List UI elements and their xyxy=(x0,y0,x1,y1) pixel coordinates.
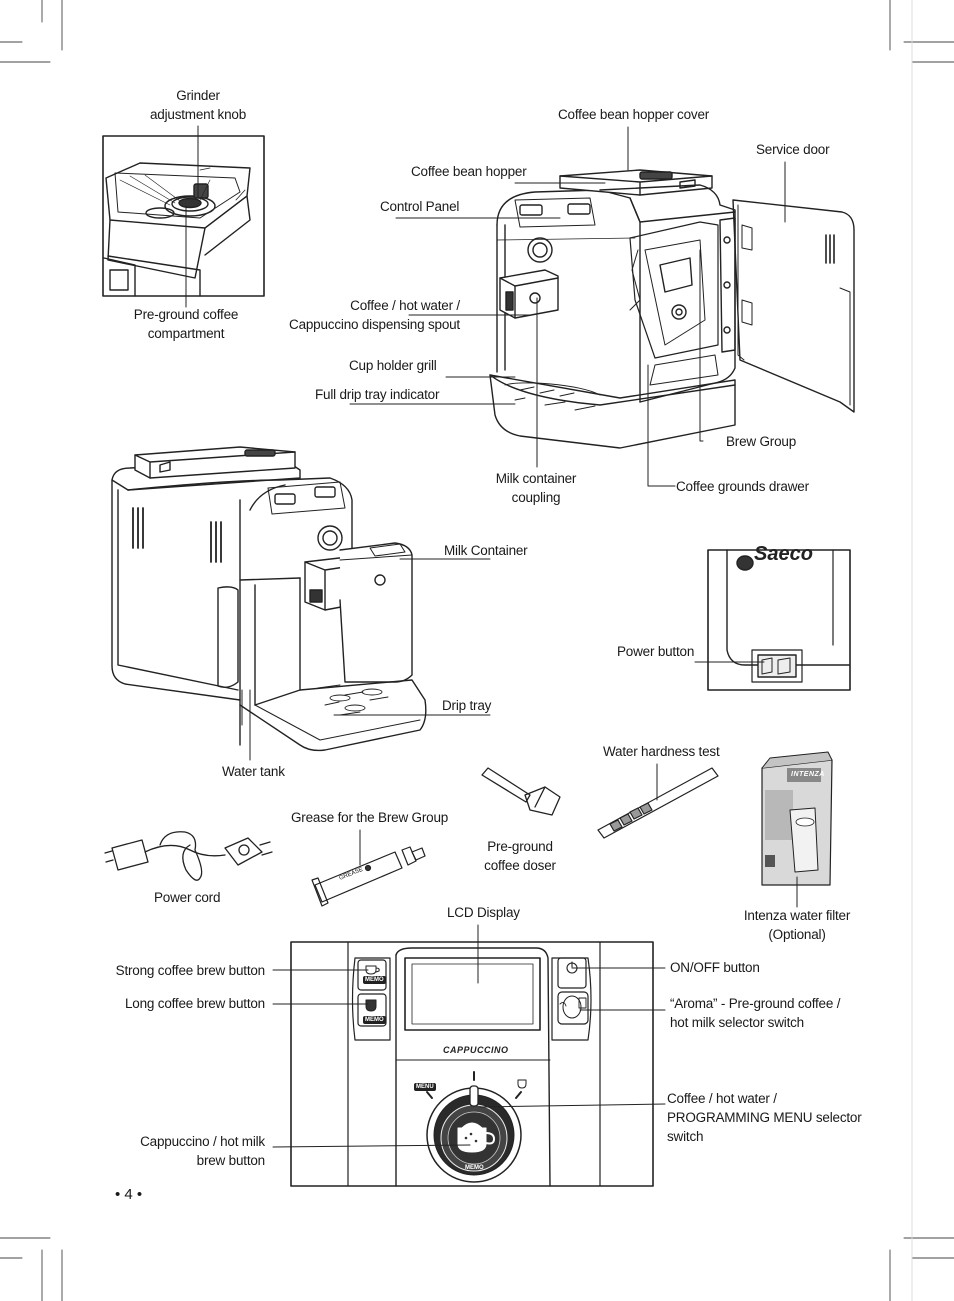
label-water-hardness: Water hardness test xyxy=(603,744,720,759)
label-brew-group: Brew Group xyxy=(726,434,797,449)
menu-label: MENU xyxy=(414,1083,436,1091)
power-cord-drawing xyxy=(104,831,273,881)
label-bean-hopper: Coffee bean hopper xyxy=(411,164,527,179)
label-selector-switch: Coffee / hot water / PROGRAMMING MENU se… xyxy=(667,1091,862,1144)
svg-text:GREASE: GREASE xyxy=(339,867,364,882)
label-drip-tray-indicator: Full drip tray indicator xyxy=(315,387,440,402)
label-drip-tray: Drip tray xyxy=(442,698,492,713)
label-cup-holder-grill: Cup holder grill xyxy=(349,358,437,373)
label-cappuccino-button: Cappuccino / hot milk brew button xyxy=(140,1134,265,1168)
machine-open-drawing xyxy=(349,126,855,487)
leaders-machine2 xyxy=(241,558,491,761)
leaders-panel xyxy=(272,924,666,1148)
label-grounds-drawer: Coffee grounds drawer xyxy=(676,479,809,494)
label-service-door: Service door xyxy=(756,142,830,157)
label-onoff: ON/OFF button xyxy=(670,960,760,975)
label-grinder-knob: Grinder adjustment knob xyxy=(149,88,247,122)
power-button-inset xyxy=(694,549,851,691)
label-power-cord: Power cord xyxy=(154,890,221,905)
label-grease: Grease for the Brew Group xyxy=(291,810,449,825)
label-aroma-switch: “Aroma” - Pre-ground coffee / hot milk s… xyxy=(670,996,841,1030)
label-bean-hopper-cover: Coffee bean hopper cover xyxy=(558,107,710,122)
control-panel-drawing xyxy=(272,924,666,1187)
label-long-coffee: Long coffee brew button xyxy=(124,996,265,1011)
label-intenza: Intenza water filter (Optional) xyxy=(743,908,851,942)
label-milk-container: Milk Container xyxy=(444,543,528,558)
leaders-machine1 xyxy=(349,126,786,487)
label-milk-coupling: Milk container coupling xyxy=(495,471,577,505)
label-strong-coffee: Strong coffee brew button xyxy=(115,963,266,978)
label-control-panel: Control Panel xyxy=(380,199,460,214)
grease-tube-drawing: GREASE xyxy=(311,829,426,907)
memo-label-dial: MEMO xyxy=(465,1165,484,1171)
intenza-box-label: INTENZA xyxy=(791,771,825,778)
coffee-doser-drawing xyxy=(481,767,561,816)
memo-label-long: MEMO xyxy=(363,1016,386,1024)
machine-closed-drawing xyxy=(111,446,491,761)
label-preground-compartment: Pre-ground coffee compartment xyxy=(133,307,239,341)
intenza-filter-box-drawing xyxy=(761,751,833,908)
label-dispensing-spout: Coffee / hot water / Cappuccino dispensi… xyxy=(289,298,460,332)
page-number: • 4 • xyxy=(115,1186,143,1203)
cappuccino-panel-label: CAPPUCCINO xyxy=(443,1045,509,1055)
label-water-tank: Water tank xyxy=(222,764,285,779)
label-coffee-doser: Pre-ground coffee doser xyxy=(484,839,556,873)
label-lcd-display: LCD Display xyxy=(447,905,520,920)
label-power-button: Power button xyxy=(617,644,695,659)
saeco-logo: Saeco xyxy=(754,543,813,565)
memo-label-strong: MEMO xyxy=(363,976,386,984)
grinder-inset xyxy=(102,125,265,308)
water-hardness-strip-drawing xyxy=(597,763,719,839)
